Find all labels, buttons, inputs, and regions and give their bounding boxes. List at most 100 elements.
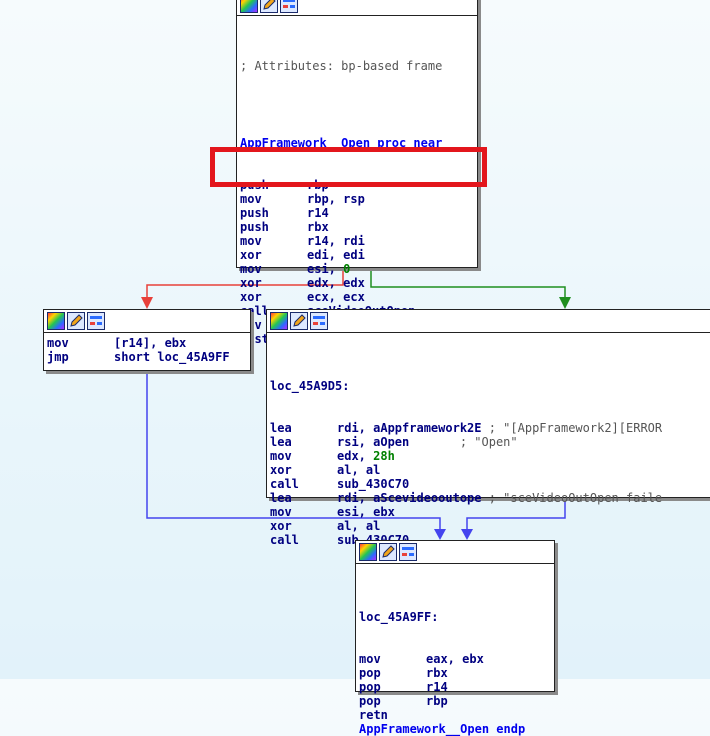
mnemonic: mov (240, 234, 262, 248)
graph-colors-icon[interactable] (47, 312, 65, 330)
mnemonic: mov (240, 262, 262, 276)
node-header (44, 310, 250, 333)
operands: esi, (307, 262, 344, 276)
operands: r14 (426, 680, 448, 694)
operands: rbp (426, 694, 448, 708)
instruction-line[interactable]: mov esi, 0 (240, 262, 477, 276)
graph-colors-icon[interactable] (240, 0, 258, 13)
instruction-line[interactable]: mov esi, ebx (270, 505, 710, 519)
operands: edi, edi (307, 248, 365, 262)
mnemonic: xor (240, 276, 262, 290)
mnemonic: lea (270, 435, 292, 449)
loc-label[interactable]: loc_45A9FF: (359, 610, 439, 624)
edge-jump-left-arrowhead (434, 529, 446, 540)
mnemonic: push (240, 206, 269, 220)
edge-false-branch (146, 266, 344, 298)
graph-colors-icon[interactable] (359, 543, 377, 561)
immediate-value: 28h (373, 449, 395, 463)
edit-node-icon[interactable] (290, 312, 308, 330)
graph-layout-icon[interactable] (280, 0, 298, 13)
string-comment: ; "sceVideoOutOpen faile (481, 491, 663, 505)
operands: rdi, aAppframework2E (337, 421, 482, 435)
instruction-line[interactable]: call sub_430C70 (270, 477, 710, 491)
immediate-value: 0 (343, 262, 351, 276)
instruction-line[interactable]: xor edi, edi (240, 248, 477, 262)
edge-true-branch (370, 266, 566, 298)
instruction-line[interactable]: mov[r14], ebx (47, 336, 250, 350)
mnemonic: pop (359, 666, 381, 680)
mnemonic: mov (47, 336, 69, 350)
operands: rdi, aScevideooutope (337, 491, 482, 505)
node-appframework-open[interactable]: ; Attributes: bp-based frame AppFramewor… (236, 0, 478, 360)
instruction-line[interactable]: mov r14, rdi (240, 234, 477, 248)
instruction-line[interactable]: lea rsi, aOpen ; "Open" (270, 435, 710, 449)
graph-edges (141, 266, 571, 540)
operands: rbx (307, 220, 329, 234)
node-loc-45a9d5[interactable]: loc_45A9D5: lea rdi, aAppframework2E ; "[… (266, 309, 710, 547)
instruction-line[interactable]: retn (359, 708, 554, 722)
edit-node-icon[interactable] (379, 543, 397, 561)
instruction-line[interactable]: xor al, al (270, 519, 710, 533)
mnemonic: call (270, 533, 299, 547)
mnemonic: xor (270, 519, 292, 533)
edge-true-arrowhead (559, 297, 571, 309)
instruction-line[interactable]: push r14 (240, 206, 477, 220)
mnemonic: xor (240, 248, 262, 262)
operands: rsi, aOpen (337, 435, 410, 449)
mnemonic: xor (240, 290, 262, 304)
node-header (356, 541, 554, 564)
operands: sub_430C70 (337, 477, 410, 491)
mnemonic: xor (270, 463, 292, 477)
operands: eax, ebx (426, 652, 484, 666)
mnemonic: call (270, 477, 299, 491)
instruction-line[interactable]: push rbx (240, 220, 477, 234)
instruction-line[interactable]: jmp short loc_45A9FF (47, 350, 250, 364)
node-header (237, 0, 477, 16)
mnemonic: lea (270, 491, 292, 505)
instruction-line[interactable]: pop rbx (359, 666, 554, 680)
mnemonic: mov (240, 192, 262, 206)
instruction-line[interactable]: xor edx, edx (240, 276, 477, 290)
operands: r14 (307, 206, 329, 220)
proc-end: AppFramework__Open endp (359, 722, 526, 736)
operands: r14, rdi (307, 234, 365, 248)
operands: rbx (426, 666, 448, 680)
instruction-line[interactable]: lea rdi, aAppframework2E ; "[AppFramework… (270, 421, 710, 435)
string-comment: ; "[AppFramework2][ERROR (481, 421, 663, 435)
loc-label[interactable]: loc_45A9D5: (270, 379, 350, 393)
operands: short loc_45A9FF (114, 350, 230, 364)
graph-layout-icon[interactable] (310, 312, 328, 330)
edge-jump-left (146, 370, 441, 530)
mnemonic: mov (270, 505, 292, 519)
string-comment: ; "Open" (409, 435, 518, 449)
operands: al, al (337, 519, 381, 533)
operands: esi, ebx (337, 505, 395, 519)
graph-layout-icon[interactable] (399, 543, 417, 561)
proc-header[interactable]: AppFramework__Open proc near (240, 136, 443, 150)
node-disassembly: loc_45A9D5: lea rdi, aAppframework2E ; "[… (267, 333, 710, 547)
edge-jump-right-arrowhead (461, 529, 473, 540)
edit-node-icon[interactable] (260, 0, 278, 13)
highlight-annotation (210, 147, 487, 187)
graph-layout-icon[interactable] (87, 312, 105, 330)
mnemonic: push (240, 220, 269, 234)
instruction-line[interactable]: lea rdi, aScevideooutope ; "sceVideoOutOp… (270, 491, 710, 505)
mnemonic: jmp (47, 350, 69, 364)
mnemonic: lea (270, 421, 292, 435)
operands: edx, (337, 449, 374, 463)
edge-jump-right (466, 496, 566, 530)
graph-colors-icon[interactable] (270, 312, 288, 330)
edit-node-icon[interactable] (67, 312, 85, 330)
operands: edx, edx (307, 276, 365, 290)
edge-false-arrowhead (141, 297, 153, 309)
